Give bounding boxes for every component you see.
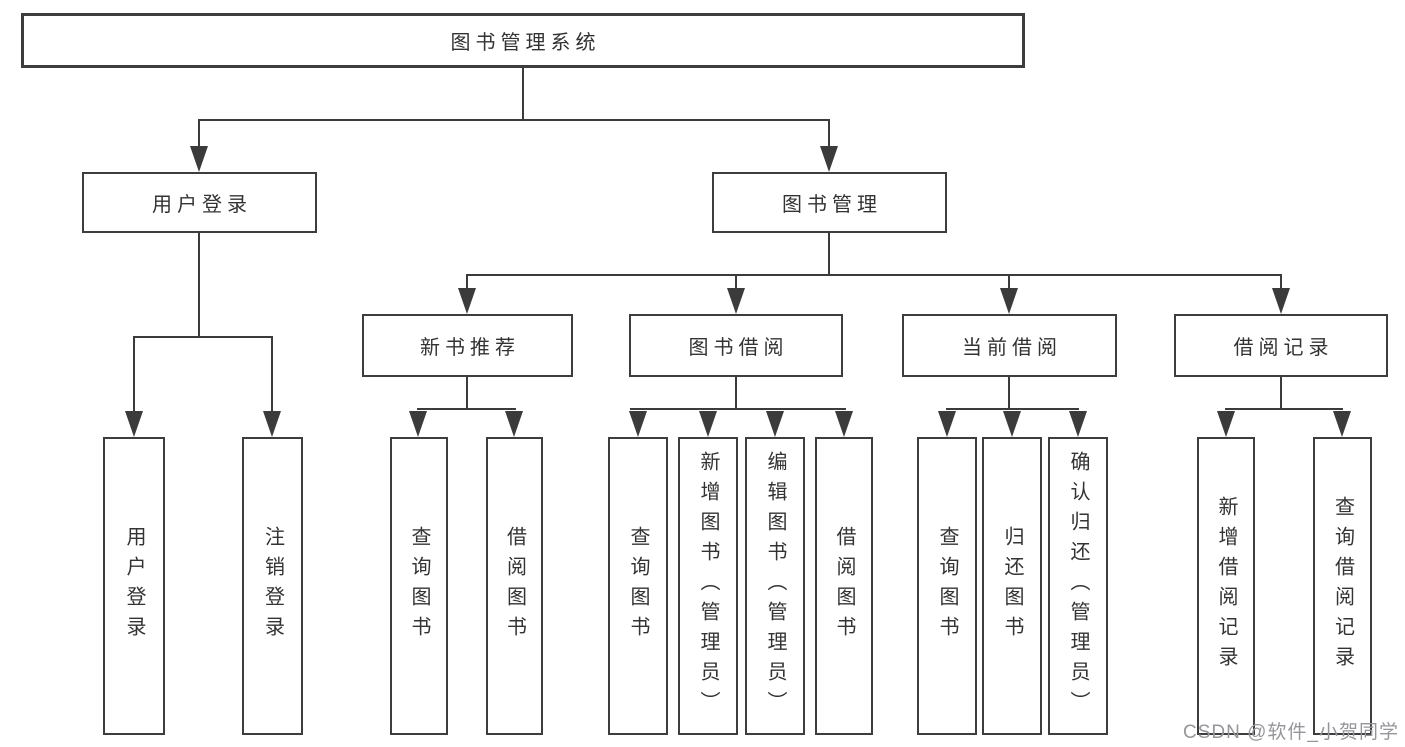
leaf-return-book-label: 归还图书 bbox=[1001, 526, 1023, 646]
leaf-confirm-return-admin: 确认归还（管理员） bbox=[1048, 437, 1108, 735]
connector-vline bbox=[1280, 377, 1282, 410]
connector-hline bbox=[630, 408, 846, 410]
arrow-down-icon bbox=[1217, 411, 1235, 437]
node-new-book-recommend-label: 新书推荐 bbox=[420, 337, 520, 359]
leaf-query-books-borrow-label: 查询图书 bbox=[627, 526, 649, 646]
connector-hline bbox=[417, 408, 516, 410]
connector-vline bbox=[828, 119, 830, 151]
connector-vline bbox=[133, 336, 135, 414]
node-user-login-label: 用户登录 bbox=[152, 194, 252, 216]
node-book-management: 图书管理 bbox=[712, 172, 947, 233]
connector-hline bbox=[946, 408, 1079, 410]
leaf-edit-book-admin-label: 编辑图书（管理员） bbox=[764, 451, 786, 721]
arrow-down-icon bbox=[1272, 288, 1290, 314]
arrow-down-icon bbox=[766, 411, 784, 437]
leaf-query-books-recommend-label: 查询图书 bbox=[408, 526, 430, 646]
leaf-query-books-current-label: 查询图书 bbox=[936, 526, 958, 646]
connector-vline bbox=[198, 233, 200, 338]
leaf-query-borrow-record: 查询借阅记录 bbox=[1313, 437, 1372, 735]
arrow-down-icon bbox=[409, 411, 427, 437]
leaf-query-books-borrow: 查询图书 bbox=[608, 437, 668, 735]
arrow-down-icon bbox=[1003, 411, 1021, 437]
arrow-down-icon bbox=[458, 288, 476, 314]
connector-hline bbox=[199, 119, 830, 121]
node-borrow-records-label: 借阅记录 bbox=[1233, 337, 1334, 359]
leaf-query-books-current: 查询图书 bbox=[917, 437, 977, 735]
arrow-down-icon bbox=[938, 411, 956, 437]
arrow-down-icon bbox=[699, 411, 717, 437]
node-root-label: 图书管理系统 bbox=[450, 32, 601, 54]
leaf-user-login-label: 用户登录 bbox=[123, 526, 145, 646]
connector-vline bbox=[1008, 274, 1010, 292]
leaf-query-books-recommend: 查询图书 bbox=[390, 437, 448, 735]
connector-vline bbox=[271, 336, 273, 414]
connector-vline bbox=[828, 233, 830, 276]
arrow-down-icon bbox=[263, 411, 281, 437]
node-current-borrow-label: 当前借阅 bbox=[962, 337, 1062, 359]
node-book-borrow: 图书借阅 bbox=[629, 314, 843, 377]
leaf-confirm-return-admin-label: 确认归还（管理员） bbox=[1067, 451, 1089, 721]
leaf-add-borrow-record-label: 新增借阅记录 bbox=[1215, 496, 1237, 676]
leaf-borrow-books-2: 借阅图书 bbox=[815, 437, 873, 735]
leaf-return-book: 归还图书 bbox=[982, 437, 1042, 735]
connector-vline bbox=[1280, 274, 1282, 292]
node-borrow-records: 借阅记录 bbox=[1174, 314, 1388, 377]
arrow-down-icon bbox=[835, 411, 853, 437]
connector-hline bbox=[1225, 408, 1343, 410]
leaf-add-book-admin: 新增图书（管理员） bbox=[678, 437, 738, 735]
arrow-down-icon bbox=[1069, 411, 1087, 437]
connector-vline bbox=[735, 274, 737, 292]
node-current-borrow: 当前借阅 bbox=[902, 314, 1117, 377]
arrow-down-icon bbox=[505, 411, 523, 437]
node-book-management-label: 图书管理 bbox=[782, 194, 882, 216]
leaf-borrow-books-2-label: 借阅图书 bbox=[833, 526, 855, 646]
arrow-down-icon bbox=[125, 411, 143, 437]
connector-vline bbox=[198, 119, 200, 151]
leaf-user-login: 用户登录 bbox=[103, 437, 165, 735]
arrow-down-icon bbox=[629, 411, 647, 437]
connector-vline bbox=[466, 274, 468, 292]
connector-vline bbox=[466, 377, 468, 410]
arrow-down-icon bbox=[1333, 411, 1351, 437]
csdn-watermark: CSDN @软件_小贺同学 bbox=[1183, 722, 1399, 743]
node-user-login: 用户登录 bbox=[82, 172, 317, 233]
arrow-down-icon bbox=[727, 288, 745, 314]
leaf-logout-label: 注销登录 bbox=[261, 526, 284, 646]
leaf-edit-book-admin: 编辑图书（管理员） bbox=[745, 437, 805, 735]
leaf-query-borrow-record-label: 查询借阅记录 bbox=[1331, 496, 1354, 676]
leaf-borrow-books-recommend: 借阅图书 bbox=[486, 437, 543, 735]
arrow-down-icon bbox=[820, 146, 838, 172]
connector-vline bbox=[1008, 377, 1010, 410]
connector-vline bbox=[735, 377, 737, 410]
connector-hline bbox=[133, 336, 273, 338]
leaf-borrow-books-recommend-label: 借阅图书 bbox=[503, 526, 526, 646]
node-root: 图书管理系统 bbox=[21, 13, 1025, 68]
leaf-add-book-admin-label: 新增图书（管理员） bbox=[697, 451, 719, 721]
leaf-logout: 注销登录 bbox=[242, 437, 303, 735]
arrow-down-icon bbox=[1000, 288, 1018, 314]
arrow-down-icon bbox=[190, 146, 208, 172]
leaf-add-borrow-record: 新增借阅记录 bbox=[1197, 437, 1255, 735]
connector-vline bbox=[522, 66, 524, 121]
node-book-borrow-label: 图书借阅 bbox=[688, 337, 789, 359]
node-new-book-recommend: 新书推荐 bbox=[362, 314, 573, 377]
connector-hline bbox=[466, 274, 1282, 276]
